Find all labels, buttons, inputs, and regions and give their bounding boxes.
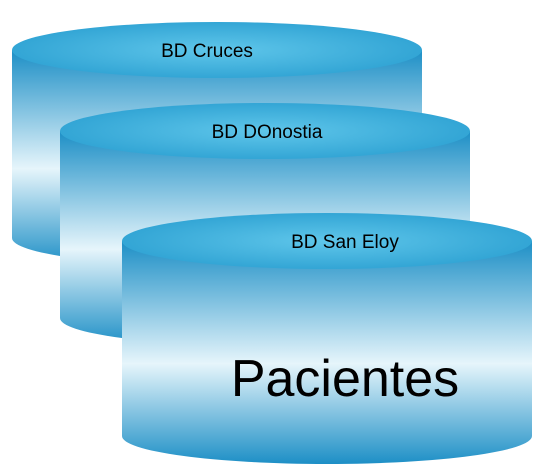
cylinder-body: [122, 241, 532, 464]
table-label: Pacientes: [231, 350, 459, 408]
database-label: BD Cruces: [161, 41, 253, 62]
cylinder-top: [12, 22, 422, 78]
database-label: BD San Eloy: [291, 232, 399, 253]
cylinder-top: [122, 213, 532, 269]
cylinder-top: [60, 103, 470, 159]
database-cylinder-san-eloy: BD San Eloy Pacientes: [122, 213, 532, 464]
database-label: BD DOnostia: [212, 122, 323, 143]
